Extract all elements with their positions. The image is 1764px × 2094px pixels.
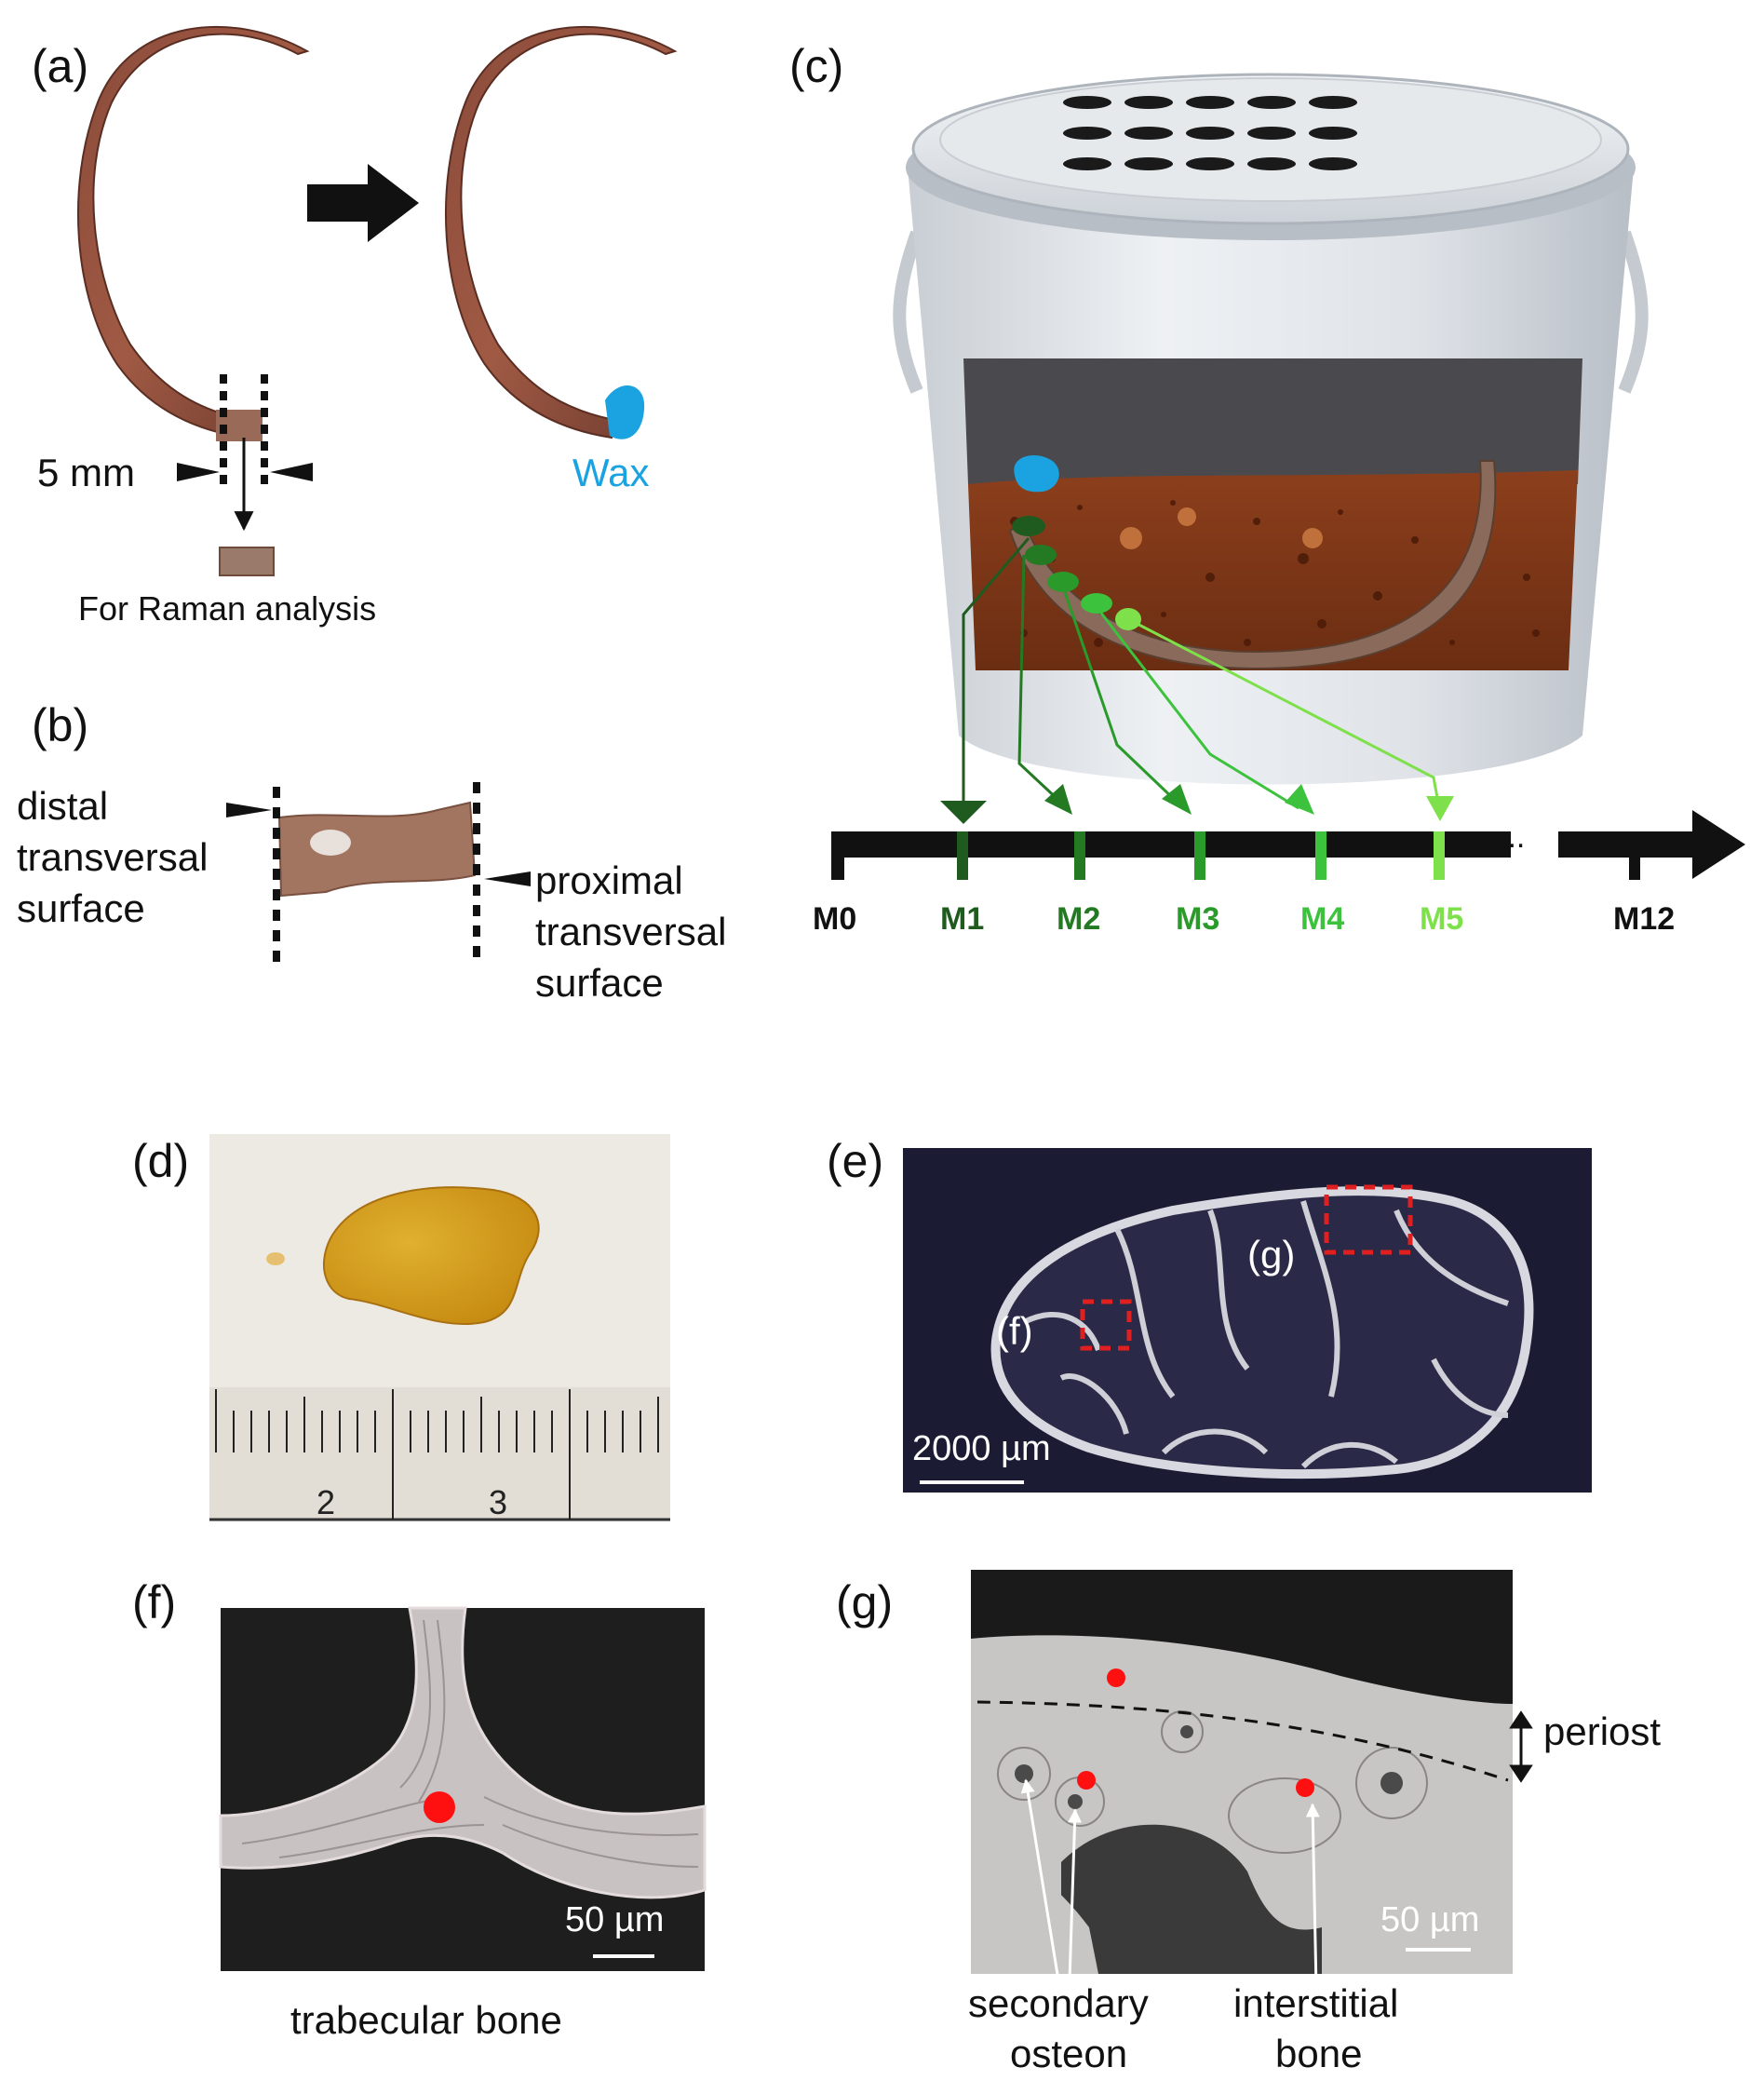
inset-label-f: (f)	[996, 1309, 1033, 1353]
proximal-label-line2: transversal	[535, 910, 727, 953]
ruler-number-2: 2	[316, 1483, 336, 1521]
timeline-ellipsis: ...	[1499, 819, 1526, 855]
distal-arrow-icon	[226, 803, 272, 817]
cut-arrow-left-icon	[177, 463, 220, 481]
distal-label-line1: distal	[17, 784, 109, 828]
distal-label-line2: transversal	[17, 835, 209, 879]
cross-section-micrograph	[903, 1148, 1592, 1493]
month-label-m12: M12	[1613, 901, 1676, 937]
distal-label-line3: surface	[17, 886, 145, 930]
periost-arrow-icon	[1509, 1710, 1533, 1783]
wax-sample-photo	[209, 1134, 670, 1521]
month-label-m5: M5	[1420, 901, 1464, 937]
inset-label-g: (g)	[1247, 1233, 1296, 1277]
rib-with-wax	[444, 25, 678, 439]
annotation-arrows	[1020, 1778, 1320, 2038]
cortical-micrograph	[971, 1570, 1513, 1974]
wax-label: Wax	[572, 451, 650, 494]
panel-label-g: (g)	[836, 1576, 894, 1628]
cut-arrow-right-icon	[270, 463, 313, 481]
panel-label-e: (e)	[827, 1135, 884, 1187]
month-label-m4: M4	[1300, 901, 1345, 937]
panel-label-d: (d)	[132, 1135, 190, 1187]
proximal-arrow-icon	[484, 871, 531, 886]
month-label-m2: M2	[1057, 901, 1101, 937]
sampling-arrows	[940, 537, 1454, 824]
periost-label: periost	[1543, 1709, 1662, 1753]
burial-bucket	[893, 73, 1649, 785]
scale-bar-50um-g: 50 µm	[1380, 1900, 1480, 1939]
trabecular-micrograph	[219, 1606, 707, 1971]
wax-blob	[605, 385, 645, 439]
scale-bar-2000um: 2000 µm	[912, 1429, 1051, 1468]
secondary-osteon-line2: osteon	[1010, 2032, 1128, 2075]
month-label-m0: M0	[813, 901, 857, 937]
month-label-m3: M3	[1176, 901, 1220, 937]
cut-bone-piece	[219, 547, 275, 576]
interstitial-bone-line2: bone	[1275, 2032, 1363, 2075]
panel-label-b: (b)	[32, 699, 89, 751]
bone-slice	[277, 801, 477, 898]
month-label-m1: M1	[940, 901, 985, 937]
rib-original	[76, 25, 310, 441]
proximal-label-line1: proximal	[535, 858, 683, 902]
secondary-osteon-line1: secondary	[968, 1981, 1149, 2025]
trabecular-bone-caption: trabecular bone	[290, 1998, 562, 2042]
process-arrow-icon	[307, 164, 419, 242]
scale-bar-50um-f: 50 µm	[565, 1900, 665, 1939]
raman-caption: For Raman analysis	[78, 589, 377, 628]
interstitial-bone-line1: interstitial	[1233, 1981, 1399, 2025]
ruler-ticks	[215, 1389, 659, 1520]
proximal-label-line3: surface	[535, 961, 664, 1005]
timeline	[831, 810, 1745, 880]
panel-label-c: (c)	[789, 40, 844, 92]
cut-width-label: 5 mm	[37, 451, 135, 494]
bone-slice-highlight	[310, 830, 351, 856]
ruler-number-3: 3	[489, 1483, 508, 1521]
panel-label-f: (f)	[132, 1576, 177, 1628]
panel-label-a: (a)	[32, 40, 89, 92]
